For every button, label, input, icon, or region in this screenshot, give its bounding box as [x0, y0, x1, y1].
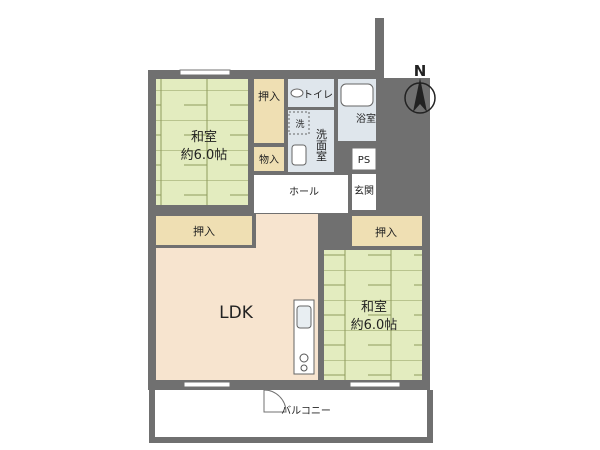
label-monoire: 物入	[259, 153, 279, 166]
window	[183, 381, 231, 388]
label-sen: 洗	[295, 118, 304, 130]
closet-ldk	[156, 216, 252, 245]
label-washitsu-nw: 和室	[191, 129, 217, 145]
bathtub	[340, 83, 374, 107]
label-oshiire-se: 押入	[375, 225, 397, 239]
label-balcony: バルコニー	[281, 405, 331, 417]
label-toilet: トイレ	[303, 90, 333, 101]
washbasin	[291, 144, 307, 166]
label-senmenshitsu: 洗面室	[315, 128, 328, 161]
toilet-fixture	[290, 88, 304, 98]
label-ps: PS	[358, 155, 370, 166]
closet-se	[352, 216, 422, 246]
label-oshiire-nw: 押入	[258, 89, 280, 103]
label-washitsu-nw-size: 約6.0帖	[181, 148, 228, 163]
window	[349, 381, 401, 388]
stove-burner	[300, 364, 308, 372]
entrance-door	[383, 175, 417, 209]
room-hall	[254, 175, 348, 213]
label-ldk: LDK	[219, 303, 254, 323]
label-washitsu-se-size: 約6.0帖	[351, 318, 398, 333]
closet-nw	[254, 79, 284, 143]
label-yokushitsu: 浴室	[356, 112, 376, 125]
label-genkan: 玄関	[354, 184, 374, 197]
compass: N	[404, 62, 436, 114]
balcony-rail	[149, 390, 433, 443]
kitchen-sink	[296, 305, 312, 329]
room-ps	[351, 147, 377, 171]
window	[179, 69, 231, 76]
storage-monoire	[254, 147, 284, 171]
room-washitsu-se	[324, 250, 422, 380]
label-hall: ホール	[289, 186, 319, 198]
washer-space	[288, 111, 310, 135]
corner-wall	[375, 18, 384, 78]
compass-letter: N	[414, 62, 427, 80]
room-washitsu-nw	[156, 79, 248, 205]
room-genkan	[352, 174, 376, 210]
room-ldk	[156, 214, 318, 380]
balcony-door	[263, 389, 287, 413]
label-washitsu-se: 和室	[361, 299, 387, 315]
label-oshiire-ldk: 押入	[193, 224, 215, 238]
stove-burner	[299, 353, 309, 363]
